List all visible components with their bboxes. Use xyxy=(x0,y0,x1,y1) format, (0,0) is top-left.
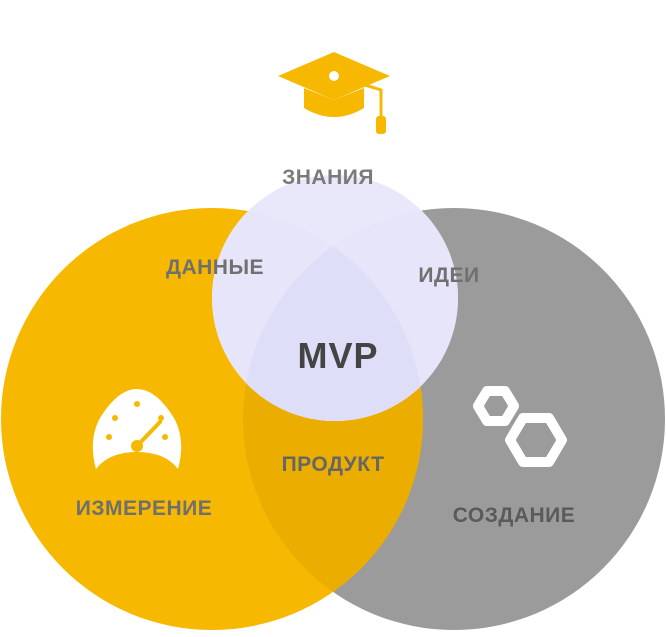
gears-icon xyxy=(473,386,567,467)
mvp-label: MVP xyxy=(297,335,379,376)
product-label: ПРОДУКТ xyxy=(281,453,385,476)
graduation-cap-icon xyxy=(278,52,390,134)
knowledge-label: ЗНАНИЯ xyxy=(282,166,374,189)
measure-label: ИЗМЕРЕНИЕ xyxy=(75,497,213,520)
speedometer-icon xyxy=(92,389,182,469)
data-label: ДАННЫЕ xyxy=(165,256,265,279)
create-label: СОЗДАНИЕ xyxy=(452,504,576,527)
ideas-label: ИДЕИ xyxy=(418,264,480,287)
